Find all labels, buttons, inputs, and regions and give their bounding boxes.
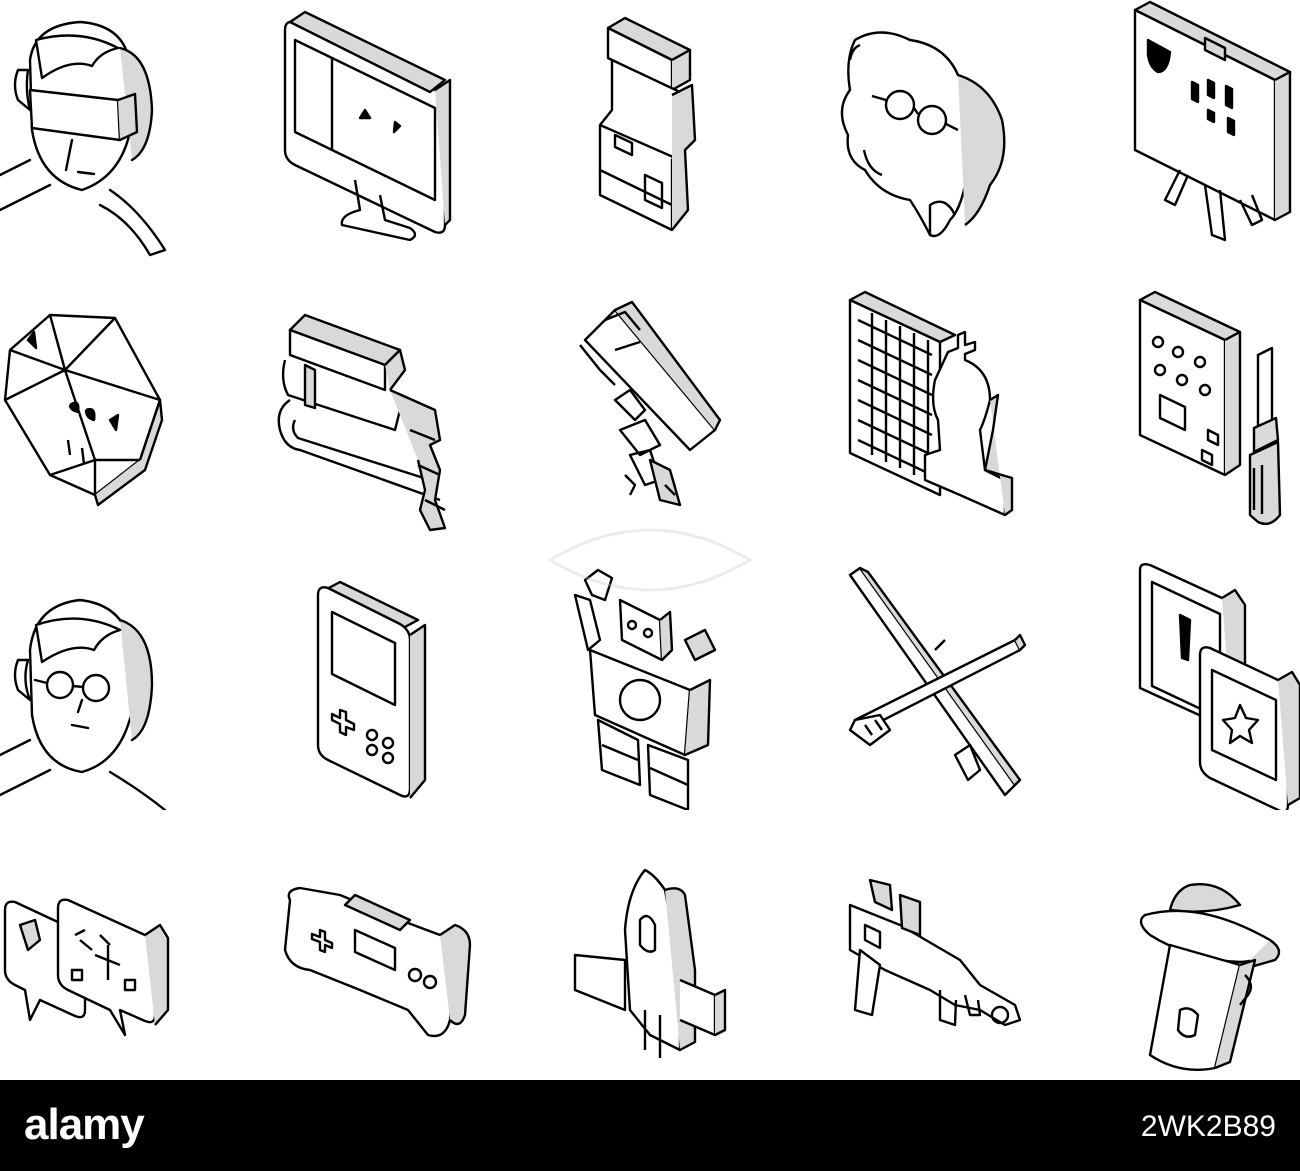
glasses-person-icon (0, 540, 260, 810)
handheld-console-icon (260, 540, 520, 810)
trading-cards-icon (1040, 540, 1300, 810)
thinking-cloud-icon (780, 0, 1040, 270)
polyhedral-dice-icon (0, 270, 260, 540)
ufo-abduction-icon (1040, 810, 1300, 1080)
crossed-swords-icon (780, 540, 1040, 810)
image-id-label: 2WK2B89 (1140, 1110, 1276, 1143)
book-stack-icon (260, 270, 520, 540)
rocket-ship-icon (520, 810, 780, 1080)
spaceship-model-icon (520, 270, 780, 540)
illustration-canvas (0, 0, 1300, 1080)
robot-toy-icon (520, 540, 780, 810)
chessboard-chess-piece-icon (780, 270, 1040, 540)
vr-headset-person-icon (0, 0, 260, 270)
brand-logo: alamy (24, 1100, 145, 1149)
arcade-cabinet-icon (520, 0, 780, 270)
gamepad-icon (260, 810, 520, 1080)
laser-gun-icon (780, 810, 1040, 1080)
speech-bubbles-math-icon (0, 810, 260, 1080)
presentation-board-icon (1040, 0, 1300, 270)
desktop-monitor-icon (260, 0, 520, 270)
stock-footer-bar: alamy 2WK2B89 (0, 1080, 1300, 1171)
isometric-icon-set (0, 0, 1300, 1080)
circuit-board-screwdriver-icon (1040, 270, 1300, 540)
